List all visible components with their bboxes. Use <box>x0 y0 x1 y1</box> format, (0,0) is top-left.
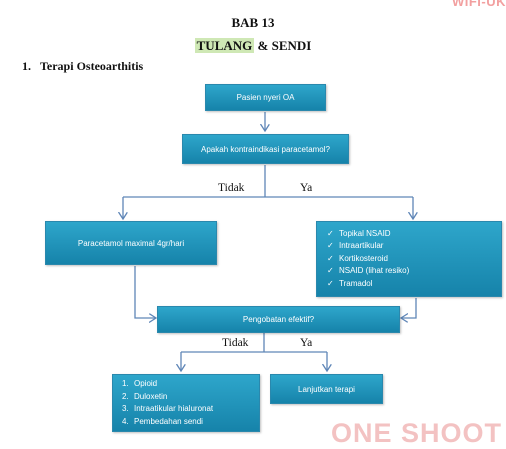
item-number: 1. <box>122 379 129 388</box>
paracetamol-box: Paracetamol maximal 4gr/hari <box>45 221 217 265</box>
question1-no-label: Tidak <box>218 182 245 194</box>
item-number: 3. <box>122 404 129 413</box>
second-line-item: 1. Opioid <box>122 378 213 391</box>
continue-label: Lanjutkan terapi <box>298 384 355 394</box>
question2-yes-label: Ya <box>300 337 313 349</box>
second-line-label: Duloxetin <box>134 391 168 401</box>
check-icon: ✓ <box>327 278 334 288</box>
alternative-label: Tramadol <box>339 278 373 288</box>
alternative-item: ✓ Topikal NSAID <box>327 228 409 241</box>
alternatives-box: ✓ Topikal NSAID ✓ Intraartikular ✓ Kortikos… <box>316 221 502 297</box>
arrow-alternatives-to-question2 <box>401 298 417 318</box>
item-number: 4. <box>122 416 129 426</box>
chapter-subtitle: TULANG & SENDI <box>0 38 506 54</box>
question1-box: Apakah kontraindikasi paracetamol? <box>182 134 349 164</box>
paracetamol-label: Paracetamol maximal 4gr/hari <box>77 238 185 248</box>
section-title-text: Terapi Osteoarthitis <box>40 59 144 73</box>
second-line-label: Intraatikular hialuronat <box>134 404 214 413</box>
alternative-label: Intraartikular <box>339 241 384 251</box>
question2-no-label: Tidak <box>222 337 249 349</box>
check-icon: ✓ <box>327 241 334 251</box>
alternative-item: ✓ Kortikosteroid <box>327 253 409 266</box>
chapter-title: BAB 13 <box>231 15 275 30</box>
start-box: Pasien nyeri OA <box>205 84 326 111</box>
second-line-box: 1. Opioid 2. Duloxetin 3. Intraatikular hia… <box>112 374 260 432</box>
question1-label: Apakah kontraindikasi paracetamol? <box>201 144 330 154</box>
alternatives-list: ✓ Topikal NSAID ✓ Intraartikular ✓ Kortikos… <box>327 228 409 291</box>
alternative-item: ✓ Intraartikular <box>327 240 409 253</box>
section-number: 1. <box>22 59 31 73</box>
start-label: Pasien nyeri OA <box>236 93 295 102</box>
question2-label: Pengobatan efektif? <box>242 315 315 324</box>
alternative-label: Topikal NSAID <box>339 228 391 238</box>
item-number: 2. <box>122 391 129 401</box>
watermark-corner: WIFI-UK <box>451 0 506 9</box>
second-line-item: 4. Pembedahan sendi <box>122 416 213 429</box>
arrow-paracetamol-to-question2 <box>134 266 156 318</box>
second-line-label: Pembedahan sendi <box>134 416 203 426</box>
alternative-item: ✓ NSAID (lihat resiko) <box>327 265 409 278</box>
section-title: 1. Terapi Osteoarthitis <box>22 59 143 74</box>
second-line-label: Opioid <box>134 379 158 388</box>
second-line-list: 1. Opioid 2. Duloxetin 3. Intraatikular hia… <box>122 378 213 428</box>
question2-box: Pengobatan efektif? <box>157 306 400 333</box>
question1-yes-label: Ya <box>300 182 313 194</box>
alternative-label: Kortikosteroid <box>339 253 388 263</box>
alternative-label: NSAID (lihat resiko) <box>339 266 410 276</box>
continue-box: Lanjutkan terapi <box>270 374 383 404</box>
check-icon: ✓ <box>327 228 334 238</box>
watermark-bottom: ONE SHOOT <box>331 418 503 448</box>
check-icon: ✓ <box>327 253 334 263</box>
second-line-item: 2. Duloxetin <box>122 391 213 404</box>
subtitle-highlight: TULANG <box>194 38 255 53</box>
second-line-item: 3. Intraatikular hialuronat <box>122 403 213 416</box>
check-icon: ✓ <box>327 266 334 276</box>
subtitle-rest: & SENDI <box>254 38 312 53</box>
alternative-item: ✓ Tramadol <box>327 278 409 291</box>
